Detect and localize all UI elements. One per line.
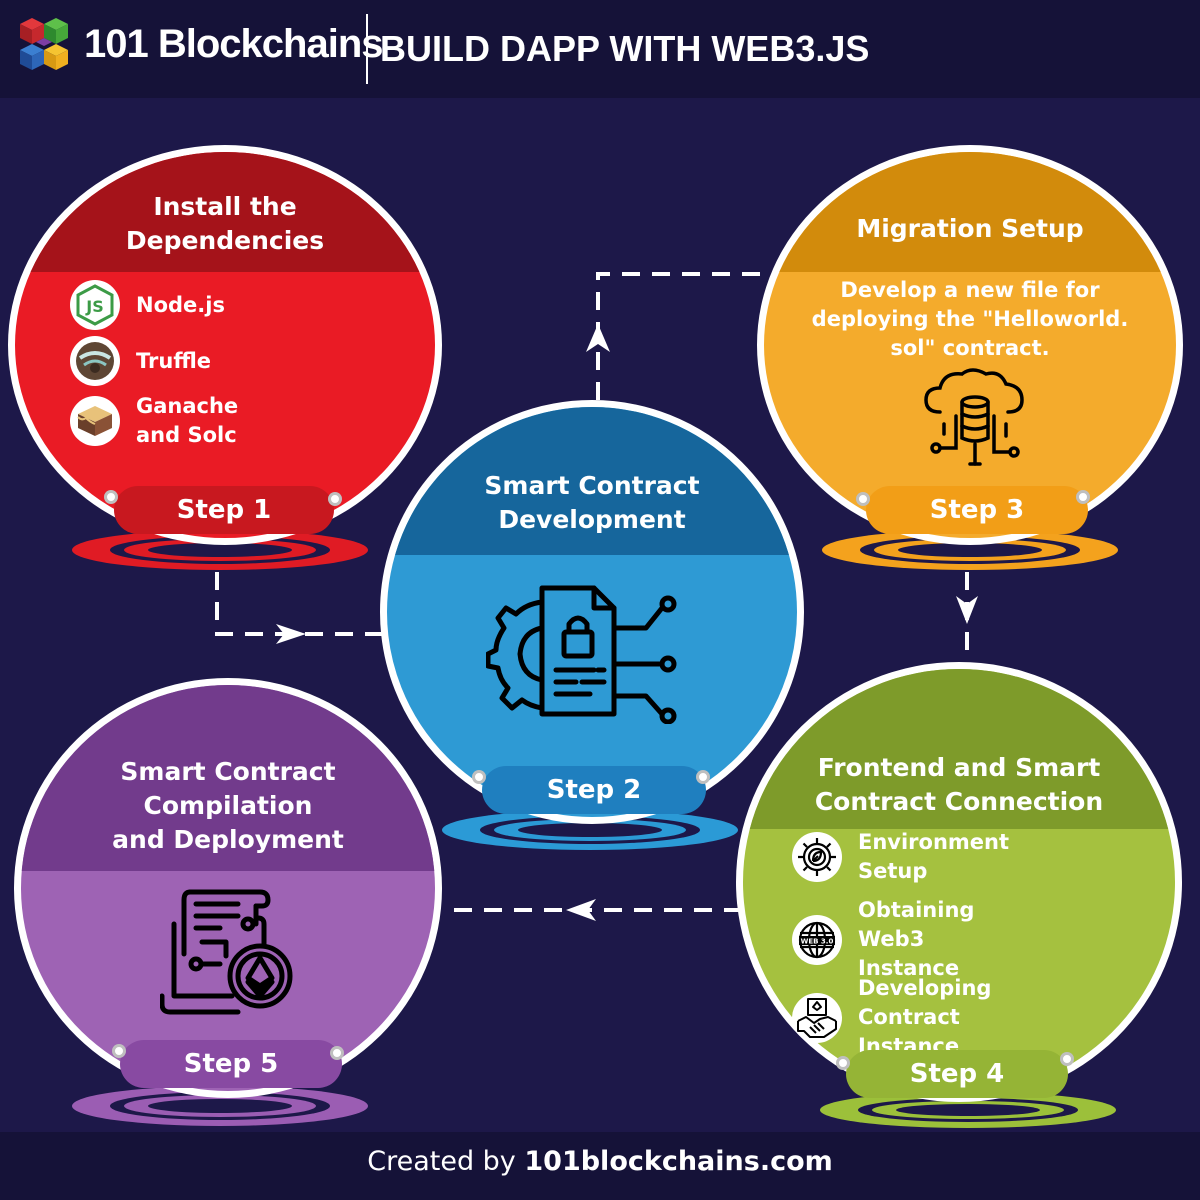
step-5-badge-dot-right <box>330 1046 344 1060</box>
step-4-bubble: Frontend and Smart Contract Connection <box>736 662 1182 1102</box>
smart-contract-lock-icon <box>486 585 677 724</box>
brand-name: 101 Blockchains <box>84 22 383 66</box>
header-divider <box>366 14 368 84</box>
step-3-header: Migration Setup <box>764 152 1176 272</box>
step-5-base-ring <box>72 1086 368 1126</box>
step-4-badge-dot-left <box>836 1056 850 1070</box>
step-3-base-ring <box>822 530 1118 570</box>
step-2-base-ring <box>442 810 738 850</box>
truffle-icon <box>70 336 120 386</box>
step-1-badge-dot-right <box>328 492 342 506</box>
step-3-title: Migration Setup <box>856 214 1084 243</box>
svg-text:JS: JS <box>85 297 103 316</box>
step-4-item-environment: Environment Setup <box>792 828 1009 886</box>
arrow-right-icon <box>276 624 306 644</box>
step-3-bubble: Migration Setup <box>757 145 1183 545</box>
step-1-item-truffle: Truffle <box>70 336 211 386</box>
step-3-badge-dot-left <box>856 492 870 506</box>
step-4-item-label: Environment Setup <box>858 830 1010 883</box>
arrow-up-icon <box>586 324 610 352</box>
ganache-icon <box>70 396 120 446</box>
step-5-badge-dot-left <box>112 1044 126 1058</box>
step-4-item-contract: Developing Contract Instance <box>792 974 991 1061</box>
handshake-contract-icon <box>792 992 842 1043</box>
step-1-header: Install the Dependencies <box>15 152 435 272</box>
step-1-item-ganache: Ganache and Solc <box>70 392 238 450</box>
connector-step1-step2 <box>215 572 385 636</box>
step-2-header: Smart Contract Development <box>387 407 797 555</box>
step-1-badge-dot-left <box>104 490 118 504</box>
step-5-header: Smart Contract Compilation and Deploymen… <box>21 685 435 871</box>
cloud-database-icon <box>924 368 1024 466</box>
arrow-left-icon <box>566 899 596 921</box>
gear-leaf-icon <box>792 832 842 882</box>
footer: Created by 101blockchains.com <box>0 1132 1200 1200</box>
footer-credit: Created by 101blockchains.com <box>0 1146 1200 1177</box>
step-5-bubble: Smart Contract Compilation and Deploymen… <box>14 678 442 1098</box>
step-4-item-label: Developing Contract Instance <box>858 976 992 1058</box>
step-4-base-ring <box>820 1092 1116 1128</box>
logo-cubes-icon <box>20 18 68 70</box>
step-4-header: Frontend and Smart Contract Connection <box>743 669 1175 829</box>
step-1-base-ring <box>72 530 368 570</box>
page-title: BUILD DAPP WITH WEB3.JS <box>380 28 870 69</box>
web3-globe-icon: WEB 3.0 <box>792 914 842 965</box>
arrow-down-icon <box>956 596 978 624</box>
step-4-badge: Step 4 <box>846 1050 1068 1098</box>
step-3-description: Develop a new file for deploying the "He… <box>811 278 1129 360</box>
step-3-badge-dot-right <box>1076 490 1090 504</box>
step-2-badge-dot-right <box>696 770 710 784</box>
step-2-badge: Step 2 <box>482 766 706 814</box>
step-4-badge-dot-right <box>1060 1052 1074 1066</box>
step-1-badge: Step 1 <box>114 486 334 534</box>
step-5-title: Smart Contract Compilation and Deploymen… <box>112 757 344 854</box>
step-1-item-label: Node.js <box>136 292 225 317</box>
step-2-badge-dot-left <box>472 770 486 784</box>
step-1-item-label: Ganache and Solc <box>136 394 239 447</box>
step-4-item-label: Obtaining Web3 Instance <box>858 898 975 980</box>
step-1-title: Install the Dependencies <box>125 192 325 255</box>
footer-prefix: Created by <box>367 1146 525 1177</box>
step-2-bubble: Smart Contract Development <box>380 400 804 824</box>
footer-site-link[interactable]: 101blockchains.com <box>524 1146 833 1177</box>
connector-step2-step3 <box>596 272 768 400</box>
step-1-item-label: Truffle <box>136 348 212 373</box>
step-1-item-nodejs: JS Node.js <box>70 280 225 330</box>
ethereum-laptop-icon <box>160 889 293 1015</box>
step-2-title: Smart Contract Development <box>484 471 700 534</box>
step-5-badge: Step 5 <box>120 1040 342 1088</box>
nodejs-icon: JS <box>70 280 120 330</box>
step-4-item-web3: WEB 3.0 Obtaining Web3 Instance <box>792 896 974 983</box>
step-4-title: Frontend and Smart Contract Connection <box>814 753 1104 816</box>
svg-text:WEB 3.0: WEB 3.0 <box>801 937 834 945</box>
header: 101 Blockchains BUILD DAPP WITH WEB3.JS <box>0 0 1200 98</box>
step-3-badge: Step 3 <box>866 486 1088 534</box>
